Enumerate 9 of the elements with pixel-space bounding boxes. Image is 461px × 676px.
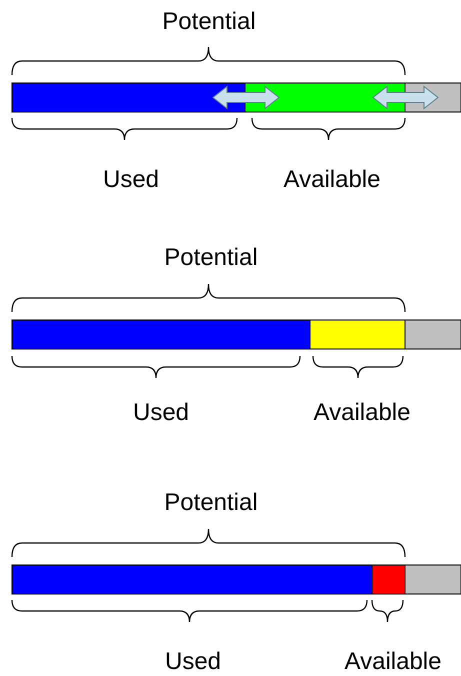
available-label: Available <box>314 399 410 427</box>
used-label: Used <box>164 648 222 676</box>
available-label: Available <box>284 166 380 194</box>
used-label: Used <box>132 399 190 427</box>
potential-label: Potential <box>162 8 256 36</box>
used-label: Used <box>102 166 160 194</box>
potential-label: Potential <box>164 244 258 272</box>
potential-label: Potential <box>164 489 258 517</box>
available-label: Available <box>344 648 442 676</box>
